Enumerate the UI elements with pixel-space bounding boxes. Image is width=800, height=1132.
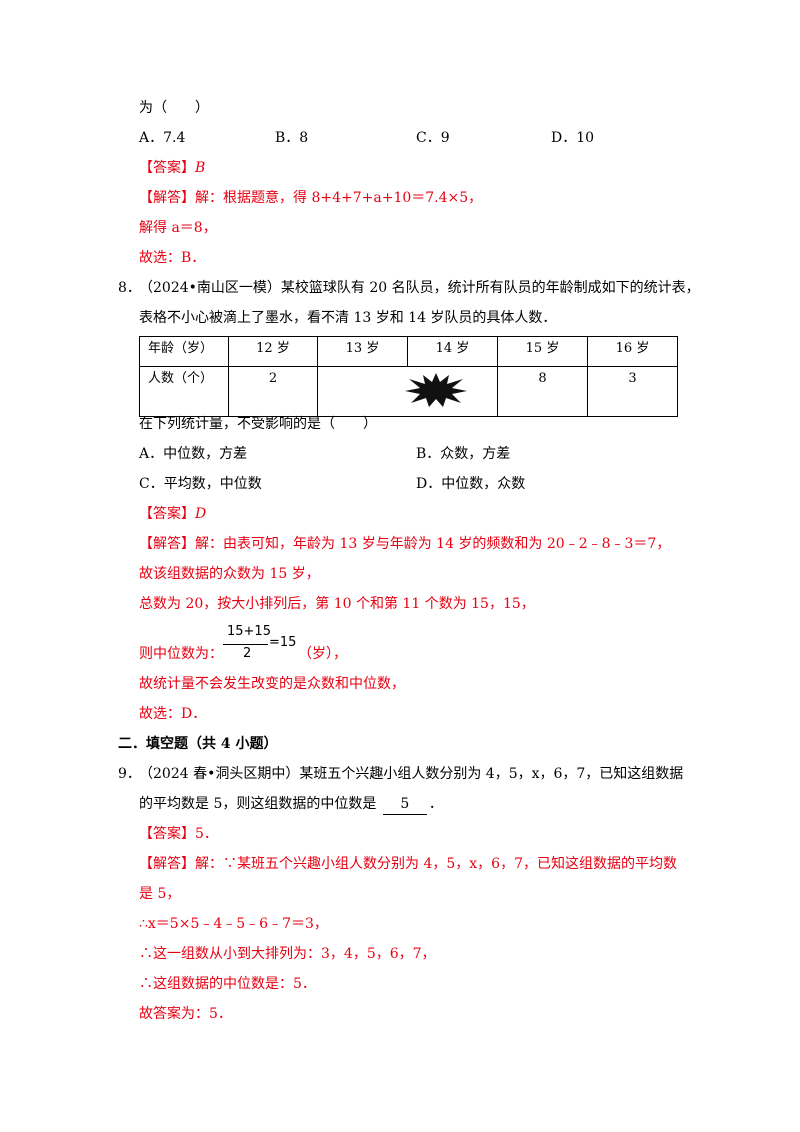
fraction-result: =15: [269, 635, 297, 650]
q7-solution-line-3: 故选：B．: [139, 250, 206, 266]
q8-solution-text-1: 解：由表可知，年龄为 13 岁与年龄为 14 岁的频数和为 20﹣2﹣8﹣3＝7…: [195, 536, 671, 552]
age-table: 年龄（岁） 12 岁 13 岁 14 岁 15 岁 16 岁 人数（个） 2 8…: [139, 336, 678, 417]
q8-answer: 【答案】D: [139, 504, 206, 524]
q8-solution-line-1: 【解答】解：由表可知，年龄为 13 岁与年龄为 14 岁的频数和为 20﹣2﹣8…: [139, 534, 670, 554]
q8-option-c: C．平均数，中位数: [139, 476, 262, 492]
table-header-cell: 14 岁: [407, 336, 498, 367]
q9-solution-label: 【解答】: [139, 856, 195, 872]
q9-answer-blank: 5: [382, 794, 427, 815]
table-header-cell: 13 岁: [317, 336, 408, 367]
q9-solution-line-4: ∴这一组数从小到大排列为：3，4，5，6，7，: [139, 946, 436, 962]
table-row: 人数（个） 2 8 3: [139, 366, 678, 417]
q8-solution-line-2: 故该组数据的众数为 15 岁，: [139, 566, 320, 582]
table-cell: 2: [228, 366, 318, 417]
q8-question: 在下列统计量，不受影响的是（ ）: [139, 416, 377, 432]
q9-stem-line-2: 的平均数是 5，则这组数据的中位数是 5．: [139, 794, 443, 815]
q9-solution-line-5: ∴这组数据的中位数是：5．: [139, 976, 316, 992]
q8-option-b: B．众数，方差: [416, 446, 511, 462]
q8-answer-value: D: [195, 506, 207, 522]
fraction-bar: [223, 644, 268, 645]
q7-option-a: A．7.4: [139, 130, 186, 146]
q7-option-b: B．8: [275, 130, 309, 146]
q7-option-c: C．9: [416, 130, 450, 146]
table-header-cell: 16 岁: [587, 336, 678, 367]
q8-solution-line-3: 总数为 20，按大小排列后，第 10 个和第 11 个数为 15，15，: [139, 596, 535, 612]
table-header-cell: 12 岁: [228, 336, 318, 367]
q9-answer-value: 5．: [195, 826, 218, 842]
table-header-row: 年龄（岁） 12 岁 13 岁 14 岁 15 岁 16 岁: [139, 336, 678, 367]
q7-answer-value: B: [195, 160, 206, 176]
q8-solution-line-5: 故统计量不会发生改变的是众数和中位数，: [139, 676, 405, 692]
q8-stem-line-1: （2024•南山区一模）某校篮球队有 20 名队员，统计所有队员的年龄制成如下的…: [139, 280, 700, 296]
q8-solution-label: 【解答】: [139, 536, 195, 552]
q7-answer-label: 【答案】: [139, 160, 195, 176]
q7-solution-line-2: 解得 a＝8，: [139, 220, 217, 236]
q8-option-d: D．中位数，众数: [416, 476, 526, 492]
table-cell: 3: [587, 366, 678, 417]
ink-blot-cell: [317, 366, 498, 417]
q8-solution-unit: （岁），: [298, 646, 347, 662]
q9-solution-line-2: 是 5，: [139, 886, 181, 902]
q7-option-d: D．10: [551, 130, 595, 146]
section-title: 二．填空题（共 4 小题）: [118, 736, 278, 752]
q7-solution-text-1: 解：根据题意，得 8+4+7+a+10＝7.4×5，: [195, 190, 483, 206]
q9-number: 9．: [118, 766, 141, 782]
q9-answer-label: 【答案】: [139, 826, 195, 842]
q9-stem-prefix: 的平均数是 5，则这组数据的中位数是: [139, 796, 377, 812]
table-header-cell: 15 岁: [497, 336, 588, 367]
q9-solution-line-6: 故答案为：5．: [139, 1006, 232, 1022]
q9-answer: 【答案】5．: [139, 824, 218, 844]
q8-stem-line-2: 表格不小心被滴上了墨水，看不清 13 岁和 14 岁队员的具体人数．: [139, 310, 557, 326]
q9-solution-line-1: 【解答】解：∵某班五个兴趣小组人数分别为 4，5，x，6，7，已知这组数据的平均…: [139, 854, 677, 874]
q9-stem-line-1: （2024 春•洞头区期中）某班五个兴趣小组人数分别为 4，5，x，6，7，已知…: [139, 766, 684, 782]
q8-solution-line-6: 故选：D．: [139, 706, 207, 722]
q7-solution-label: 【解答】: [139, 190, 195, 206]
q9-solution-line-3: ∴x＝5×5﹣4﹣5﹣6﹣7＝3，: [139, 916, 328, 932]
table-header-cell: 年龄（岁）: [139, 336, 229, 367]
q8-solution-line-4: 则中位数为：: [139, 646, 223, 662]
fraction-denominator: 2: [243, 646, 252, 661]
table-row-label: 人数（个）: [139, 366, 229, 417]
q7-answer: 【答案】B: [139, 158, 205, 178]
q8-option-a: A．中位数，方差: [139, 446, 248, 462]
q8-answer-label: 【答案】: [139, 506, 195, 522]
ink-blot-icon: [405, 373, 467, 407]
table-cell: 8: [497, 366, 588, 417]
fraction-numerator: 15+15: [227, 624, 271, 639]
q8-number: 8．: [118, 280, 141, 296]
q9-stem-suffix: ．: [428, 796, 443, 812]
q7-stem-tail: 为（ ）: [139, 100, 209, 116]
q7-solution-line-1: 【解答】解：根据题意，得 8+4+7+a+10＝7.4×5，: [139, 188, 482, 208]
q9-solution-text-1: 解：∵某班五个兴趣小组人数分别为 4，5，x，6，7，已知这组数据的平均数: [195, 856, 677, 872]
